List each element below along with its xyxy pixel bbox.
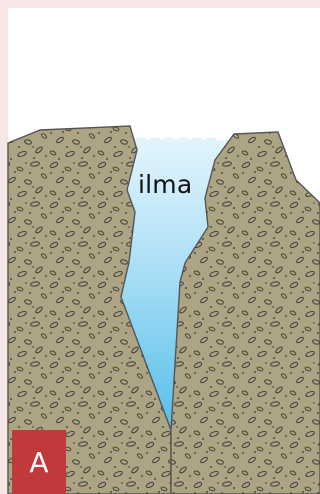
panel-letter-text: A (29, 446, 48, 479)
air-label: ilma (138, 170, 192, 199)
panel-letter-badge: A (12, 430, 66, 494)
